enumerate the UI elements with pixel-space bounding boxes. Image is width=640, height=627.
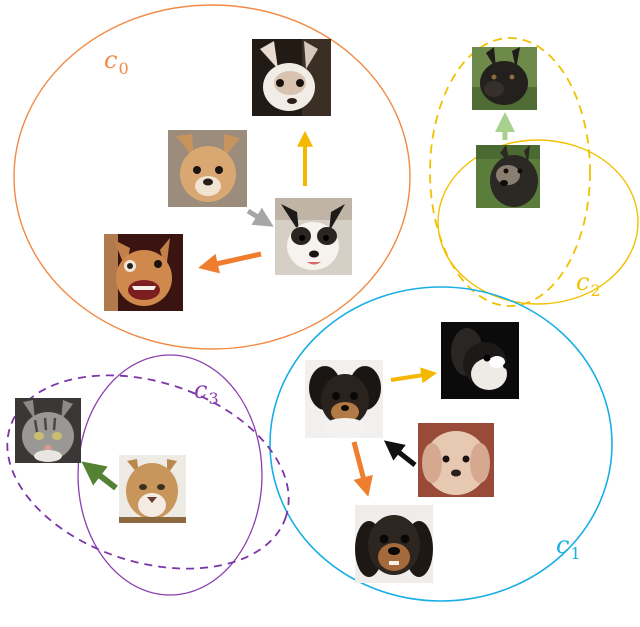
dark-dog-top-photo (472, 47, 537, 110)
chihuahua-center-photo (275, 198, 352, 275)
cluster-c3-boundary (77, 354, 263, 596)
cluster-c1-boundary (269, 286, 613, 602)
cluster-label-c1: c1 (556, 531, 581, 563)
pekingese-face-photo (355, 505, 433, 583)
arrow-yellow-c1 (390, 367, 438, 384)
longhair-chihuahua-side-photo (441, 322, 519, 399)
arrow-gray (246, 207, 274, 227)
arrow-orange-c0 (198, 251, 262, 274)
arrow-dark-green (81, 461, 118, 491)
cluster-c2-boundary-dashed (429, 37, 591, 307)
cluster-label-c3: c3 (194, 376, 219, 408)
cougar-photo (119, 455, 186, 523)
tabby-cat-photo (15, 398, 81, 463)
fluffy-pup-photo (418, 423, 494, 497)
chihuahua-white-top-photo (252, 39, 331, 116)
chihuahua-snarl-photo (104, 234, 183, 311)
chihuahua-fawn-photo (168, 130, 247, 207)
cluster-label-c0: c0 (104, 46, 129, 78)
longhair-chihuahua-center-photo (305, 360, 383, 438)
arrow-black (383, 440, 417, 467)
dark-dog-grass-photo (476, 145, 540, 208)
cluster-c0-boundary (13, 4, 411, 350)
arrow-orange-c1 (351, 441, 373, 497)
cluster-label-c2: c2 (576, 268, 601, 300)
cluster-c2-boundary (437, 139, 639, 305)
cluster-c3-boundary-dashed (6, 374, 290, 570)
